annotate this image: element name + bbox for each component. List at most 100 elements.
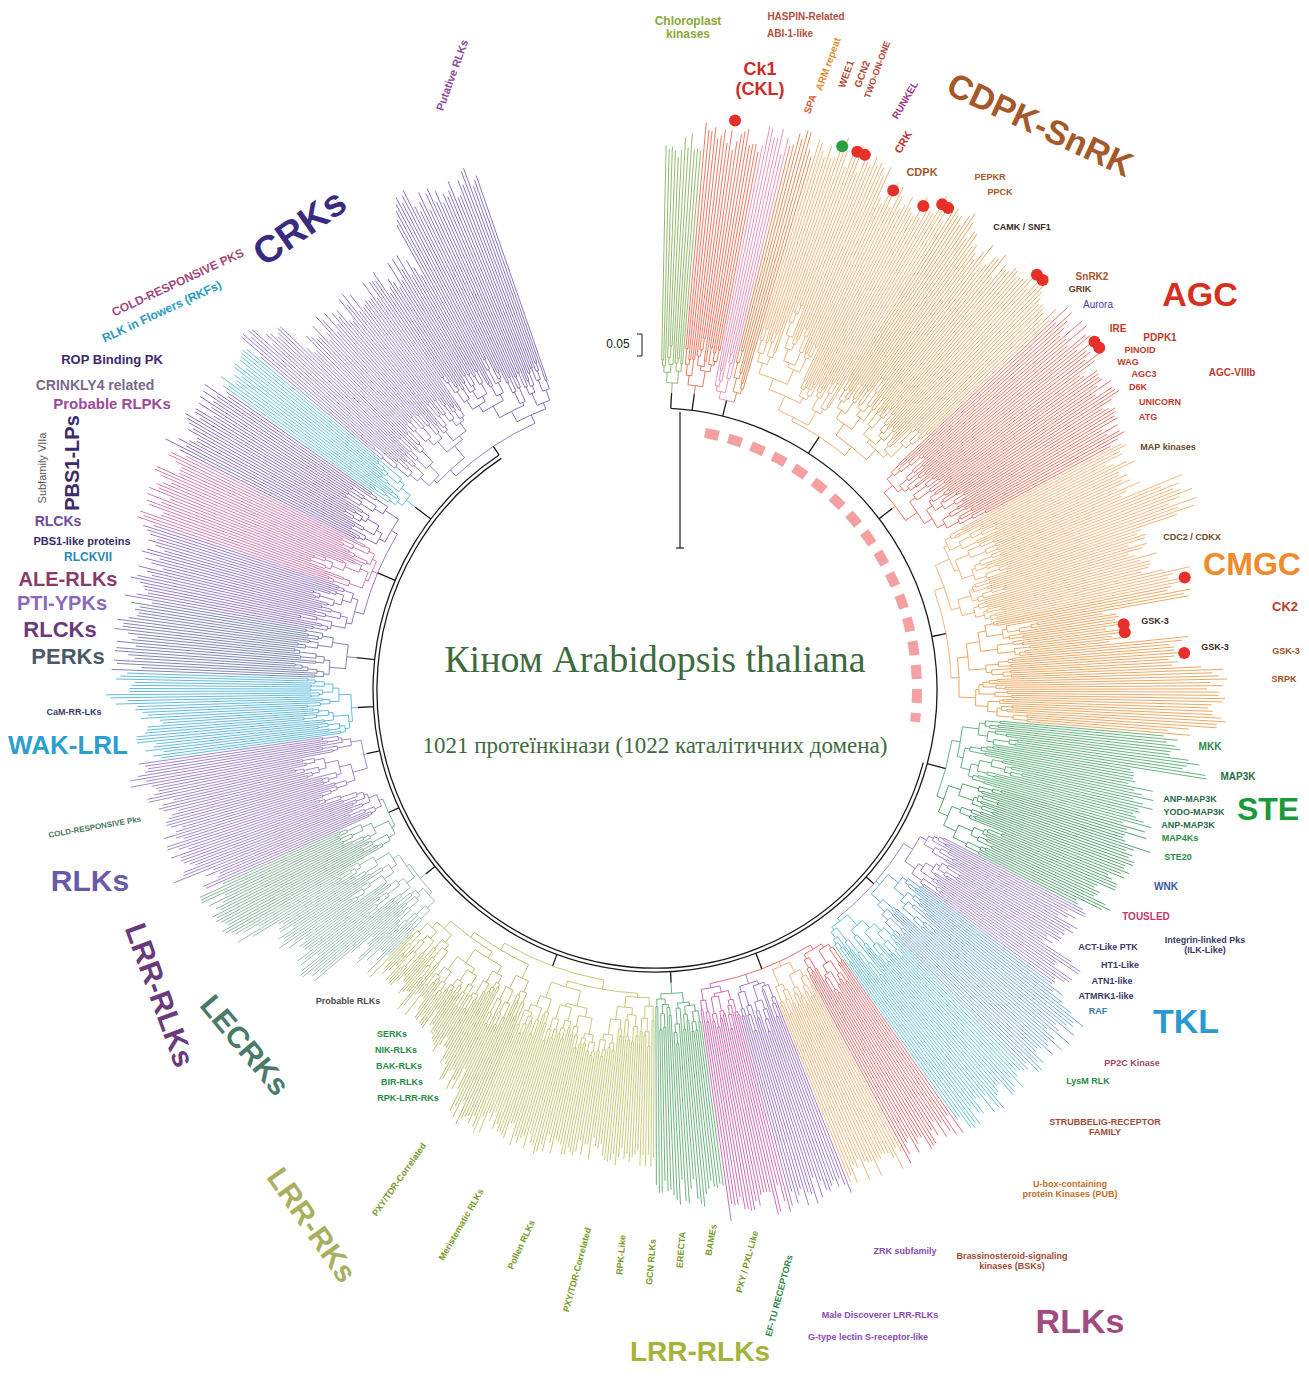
clade-label: GRIK bbox=[1069, 285, 1092, 295]
clade-label: PEPKR bbox=[974, 173, 1005, 183]
clade-label: Pollen RLKs bbox=[506, 1219, 537, 1271]
marker-dot bbox=[1178, 647, 1190, 659]
tree-branch bbox=[130, 736, 1086, 982]
tree-branches bbox=[106, 123, 1227, 1221]
clade-label: AGC-VIIIb bbox=[1209, 367, 1256, 378]
clade-label: STE bbox=[1237, 792, 1299, 827]
tree-branch bbox=[357, 393, 947, 983]
clade-label: HASPIN-Related bbox=[767, 11, 844, 22]
clade-label: WNK bbox=[1154, 881, 1178, 892]
tree-branch bbox=[106, 673, 358, 758]
clade-label: PBS1-LPs bbox=[61, 415, 83, 511]
clade-label: GCN RLKs bbox=[645, 1239, 659, 1286]
clade-label: AGC3 bbox=[1131, 370, 1156, 380]
tree-branch bbox=[166, 384, 399, 544]
marker-dot bbox=[1179, 571, 1191, 583]
clade-label: Probable RLPKs bbox=[53, 396, 171, 413]
clade-label: G-type lectin S-receptor-like bbox=[808, 1333, 928, 1343]
marker-dot bbox=[1119, 626, 1131, 638]
clade-label: Probable RLKs bbox=[316, 997, 381, 1007]
clade-label: CDC2 / CDKX bbox=[1163, 533, 1221, 543]
marker-dot bbox=[836, 140, 848, 152]
clade-label: TKL bbox=[1153, 1003, 1219, 1040]
clade-label: ALE-RLKs bbox=[19, 568, 118, 590]
marker-dots bbox=[729, 115, 1191, 659]
clade-label: ATG bbox=[1139, 413, 1157, 423]
clade-label: RLKs bbox=[51, 864, 129, 897]
root-stem bbox=[679, 412, 680, 548]
clade-label: CMGC bbox=[1203, 547, 1301, 582]
scale-label: 0.05 bbox=[606, 338, 629, 351]
clade-label: PERKs bbox=[31, 645, 104, 669]
clade-label: CDPK bbox=[906, 166, 937, 178]
clade-label: YODO-MAP3K bbox=[1163, 808, 1224, 818]
clade-label: Male Discoverer LRR-RLKs bbox=[822, 1311, 939, 1321]
clade-label: PPCK bbox=[987, 188, 1012, 198]
clade-label: MAP kinases bbox=[1140, 443, 1195, 453]
clade-label: ANP-MAP3K bbox=[1161, 821, 1215, 831]
clade-label: MAP3K bbox=[1220, 771, 1255, 782]
clade-label: GSK-3 bbox=[1272, 647, 1300, 657]
clade-label: SnRK2 bbox=[1076, 271, 1109, 282]
tree-branch bbox=[137, 452, 377, 588]
clade-label: Aurora bbox=[1083, 299, 1113, 310]
marker-dot bbox=[1037, 274, 1049, 286]
clade-label: GSK-3 bbox=[1201, 643, 1229, 653]
clade-label: RPK-Like bbox=[615, 1235, 628, 1276]
clade-label: STRUBBELIG-RECEPTOR FAMILY bbox=[1048, 1118, 1163, 1138]
clade-label: LysM RLK bbox=[1066, 1077, 1110, 1087]
clade-label: CDPK-SnRK bbox=[941, 66, 1138, 185]
clade-label: LRR-RLKs bbox=[119, 919, 201, 1071]
marker-dot bbox=[859, 149, 871, 161]
clade-label: SERKs bbox=[377, 1030, 407, 1040]
clade-label: RLCKs bbox=[35, 514, 82, 529]
tree-branch bbox=[733, 131, 811, 403]
tree-branch bbox=[370, 921, 529, 1126]
clade-label: Putative RLKs bbox=[434, 38, 471, 112]
clade-label: CRINKLY4 related bbox=[36, 378, 155, 393]
tree-branch bbox=[221, 349, 1024, 1128]
marker-dot bbox=[917, 200, 929, 212]
clade-label: MKK bbox=[1199, 741, 1222, 752]
marker-dot bbox=[1093, 342, 1105, 354]
subtitle: 1021 протеїнкінази (1022 каталітичних до… bbox=[423, 733, 888, 758]
clade-label: PTI-YPKs bbox=[17, 592, 107, 614]
clade-label: RUNKEL bbox=[890, 79, 920, 121]
scale-bar bbox=[637, 334, 642, 356]
clade-label: RPK-LRR-RKs bbox=[377, 1094, 439, 1104]
clade-label: RLCKVII bbox=[64, 551, 112, 564]
tree-branch bbox=[112, 602, 357, 677]
root-tick bbox=[676, 547, 684, 548]
clade-label: COLD-RESPONSIVE Pks bbox=[48, 816, 142, 841]
clade-label: CAMK / SNF1 bbox=[993, 223, 1051, 233]
clade-label: D6K bbox=[1129, 383, 1147, 393]
tree-branch bbox=[373, 168, 550, 423]
clade-label: LRR-RLKs bbox=[630, 1337, 770, 1368]
tree-branch bbox=[836, 209, 1056, 459]
clade-label: TOUSLED bbox=[1122, 911, 1170, 922]
clade-label: PINOID bbox=[1124, 346, 1155, 356]
clade-label: ZRK subfamily bbox=[873, 1247, 936, 1257]
clade-label: RAF bbox=[1089, 1007, 1108, 1017]
clade-label: EF-TU RECEPTORs bbox=[764, 1254, 795, 1338]
clade-label: CaM-RR-LKs bbox=[47, 708, 102, 718]
clade-label: LECRKs bbox=[194, 988, 296, 1101]
clade-label: CK2 bbox=[1272, 600, 1298, 614]
clade-label: STE20 bbox=[1164, 853, 1192, 863]
clade-label: SRPK bbox=[1271, 675, 1296, 685]
clade-label: WAK-LRL bbox=[8, 731, 128, 760]
clade-label: RLCKs bbox=[23, 618, 96, 642]
clade-label: ABI-1-like bbox=[767, 28, 813, 39]
clade-label: LRR-RKs bbox=[261, 1162, 364, 1289]
clade-label: AGC bbox=[1162, 276, 1238, 313]
clade-label: PP2C Kinase bbox=[1104, 1059, 1160, 1069]
tree-branch bbox=[951, 587, 1227, 736]
clade-label: RLKs bbox=[1036, 1303, 1125, 1340]
clade-label: ANP-MAP3K bbox=[1163, 795, 1217, 805]
marker-dot bbox=[942, 202, 954, 214]
tree-branch bbox=[937, 784, 1151, 911]
clade-label: U-box-containing protein Kinases (PUB) bbox=[1023, 1180, 1118, 1200]
clade-label: Subfamily VIIa bbox=[36, 433, 48, 504]
clade-label: ROP Binding PK bbox=[61, 353, 163, 367]
clade-label: BAMEs bbox=[704, 1224, 719, 1257]
